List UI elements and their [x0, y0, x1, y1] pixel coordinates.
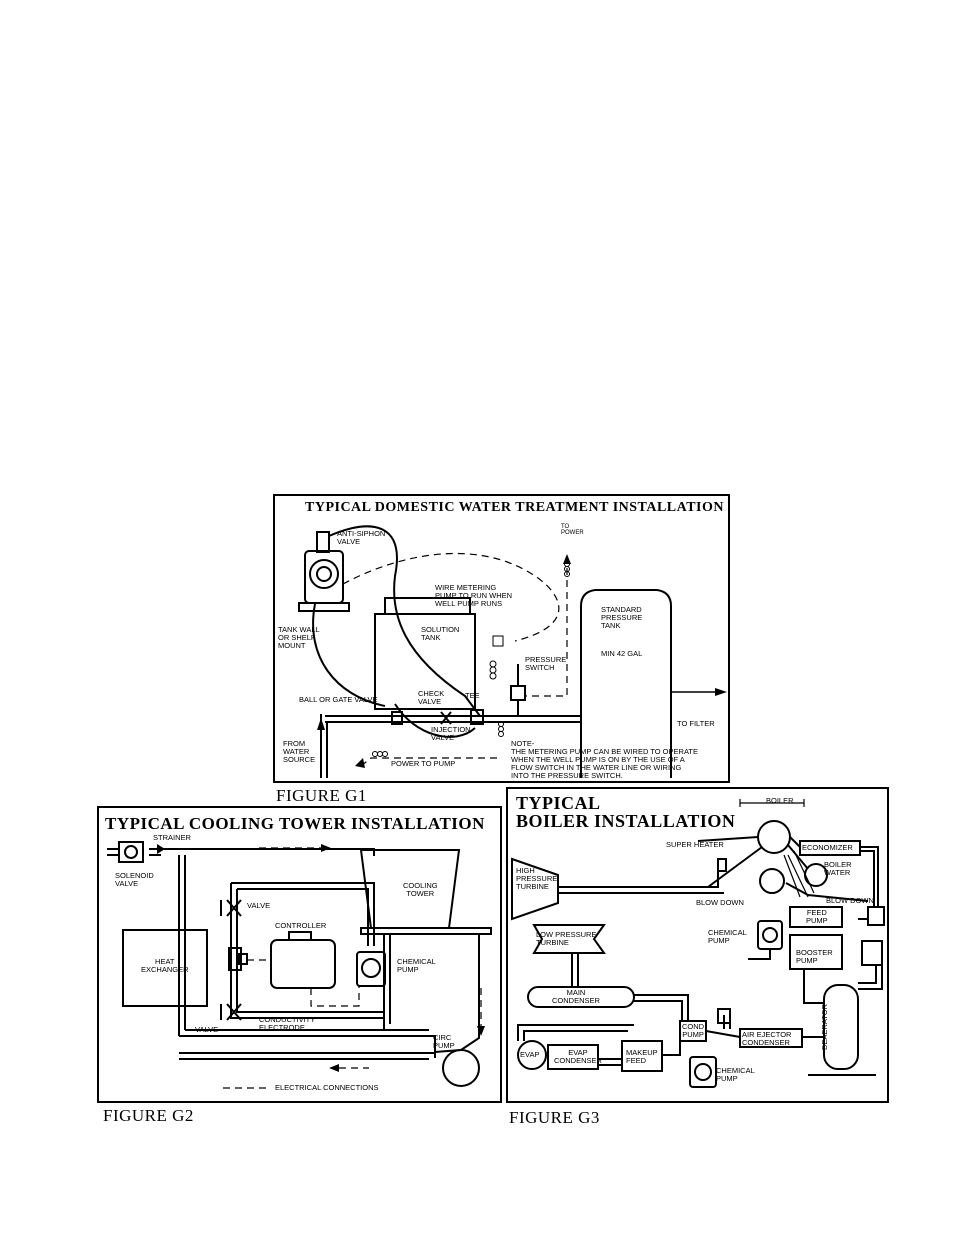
label-chemical-pump-2: CHEMICAL PUMP — [716, 1066, 755, 1083]
figure-g3-title-line1: TYPICAL — [516, 793, 601, 813]
figure-g2-panel: TYPICAL COOLING TOWER INSTALLATION STRAI… — [97, 806, 502, 1103]
label-heat-exchanger: HEAT EXCHANGER — [141, 957, 189, 974]
label-evap-condenser: EVAP CONDENSER — [554, 1048, 602, 1065]
label-injection-valve: INJECTION VALVE — [431, 725, 471, 742]
label-valve-top: VALVE — [247, 901, 271, 910]
label-min-gal: MIN 42 GAL — [601, 649, 643, 658]
label-note: NOTE- THE METERING PUMP CAN BE WIRED TO … — [511, 739, 698, 780]
figure-g3-title-line2: BOILER INSTALLATION — [516, 811, 736, 831]
label-standard-pressure-tank: STANDARD PRESSURE TANK — [601, 605, 643, 630]
label-tank-wall: TANK WALL OR SHELF MOUNT — [278, 625, 320, 650]
domestic-water-diagram — [298, 525, 727, 778]
label-circ-pump: CIRC PUMP — [433, 1033, 455, 1050]
figure-g1-caption: FIGURE G1 — [276, 786, 367, 805]
label-electrical-connections: ELECTRICAL CONNECTIONS — [275, 1083, 379, 1092]
label-to-power: TO POWER — [561, 524, 584, 536]
label-makeup-feed: MAKEUP FEED — [626, 1048, 658, 1065]
label-controller: CONTROLLER — [275, 921, 327, 930]
label-power-to-pump: POWER TO PUMP — [391, 759, 456, 768]
label-cooling-tower: COOLING TOWER — [403, 881, 438, 898]
label-wire-metering: WIRE METERING PUMP TO RUN WHEN WELL PUMP… — [435, 583, 513, 608]
figure-g3-panel: TYPICAL BOILER INSTALLATION BOILER ECONO… — [506, 787, 889, 1103]
label-from-water-source: FROM WATER SOURCE — [283, 739, 316, 764]
figure-g3-caption: FIGURE G3 — [509, 1108, 600, 1127]
label-air-ejector-condenser: AIR EJECTOR CONDENSER — [742, 1030, 792, 1047]
label-hp-turbine: HIGH PRESSURE TURBINE — [516, 866, 558, 891]
label-blow-down-2: BLOW DOWN — [826, 896, 874, 905]
label-solenoid-valve: SOLENOID VALVE — [115, 871, 154, 888]
label-pressure-switch: PRESSURE SWITCH — [525, 655, 567, 672]
label-solution-tank: SOLUTION TANK — [421, 625, 460, 642]
label-anti-siphon-valve: ANTI-SIPHON VALVE — [337, 529, 386, 546]
label-main-condenser: MAIN CONDENSER — [552, 988, 600, 1005]
figure-g1-panel: TYPICAL DOMESTIC WATER TREATMENT INSTALL… — [273, 494, 730, 783]
cooling-tower-diagram — [107, 841, 492, 1089]
label-lp-turbine: LOW PRESSURE TURBINE — [536, 930, 597, 947]
label-blow-down-1: BLOW DOWN — [696, 898, 744, 907]
label-valve-bottom: VALVE — [195, 1025, 219, 1034]
label-super-heater: SUPER HEATER — [666, 840, 724, 849]
figure-g1-title: TYPICAL DOMESTIC WATER TREATMENT INSTALL… — [305, 500, 724, 515]
label-evap: EVAP — [520, 1050, 540, 1059]
label-cond-pump: COND PUMP — [682, 1022, 705, 1039]
label-check-valve: CHECK VALVE — [418, 689, 445, 706]
label-booster-pump: BOOSTER PUMP — [796, 948, 833, 965]
label-tee: TEE — [465, 691, 480, 700]
label-ball-gate-valve: BALL OR GATE VALVE — [299, 695, 378, 704]
label-feed-pump: FEED PUMP — [806, 908, 828, 925]
label-to-filter: TO FILTER — [677, 719, 715, 728]
figure-g2-caption: FIGURE G2 — [103, 1106, 194, 1125]
label-conductivity-electrode: CONDUCTIVITY ELECTRODE — [259, 1015, 316, 1032]
label-economizer: ECONOMIZER — [802, 843, 853, 852]
label-boiler-water: BOILER WATER — [824, 860, 852, 877]
label-chemical-pump-1: CHEMICAL PUMP — [708, 928, 747, 945]
label-strainer: STRAINER — [153, 833, 191, 842]
label-deaerator: DEAERATOR — [819, 1004, 829, 1050]
label-chemical-pump: CHEMICAL PUMP — [397, 957, 436, 974]
boiler-diagram — [511, 799, 885, 1088]
label-boiler: BOILER — [766, 796, 794, 805]
figure-g2-title: TYPICAL COOLING TOWER INSTALLATION — [105, 814, 485, 833]
